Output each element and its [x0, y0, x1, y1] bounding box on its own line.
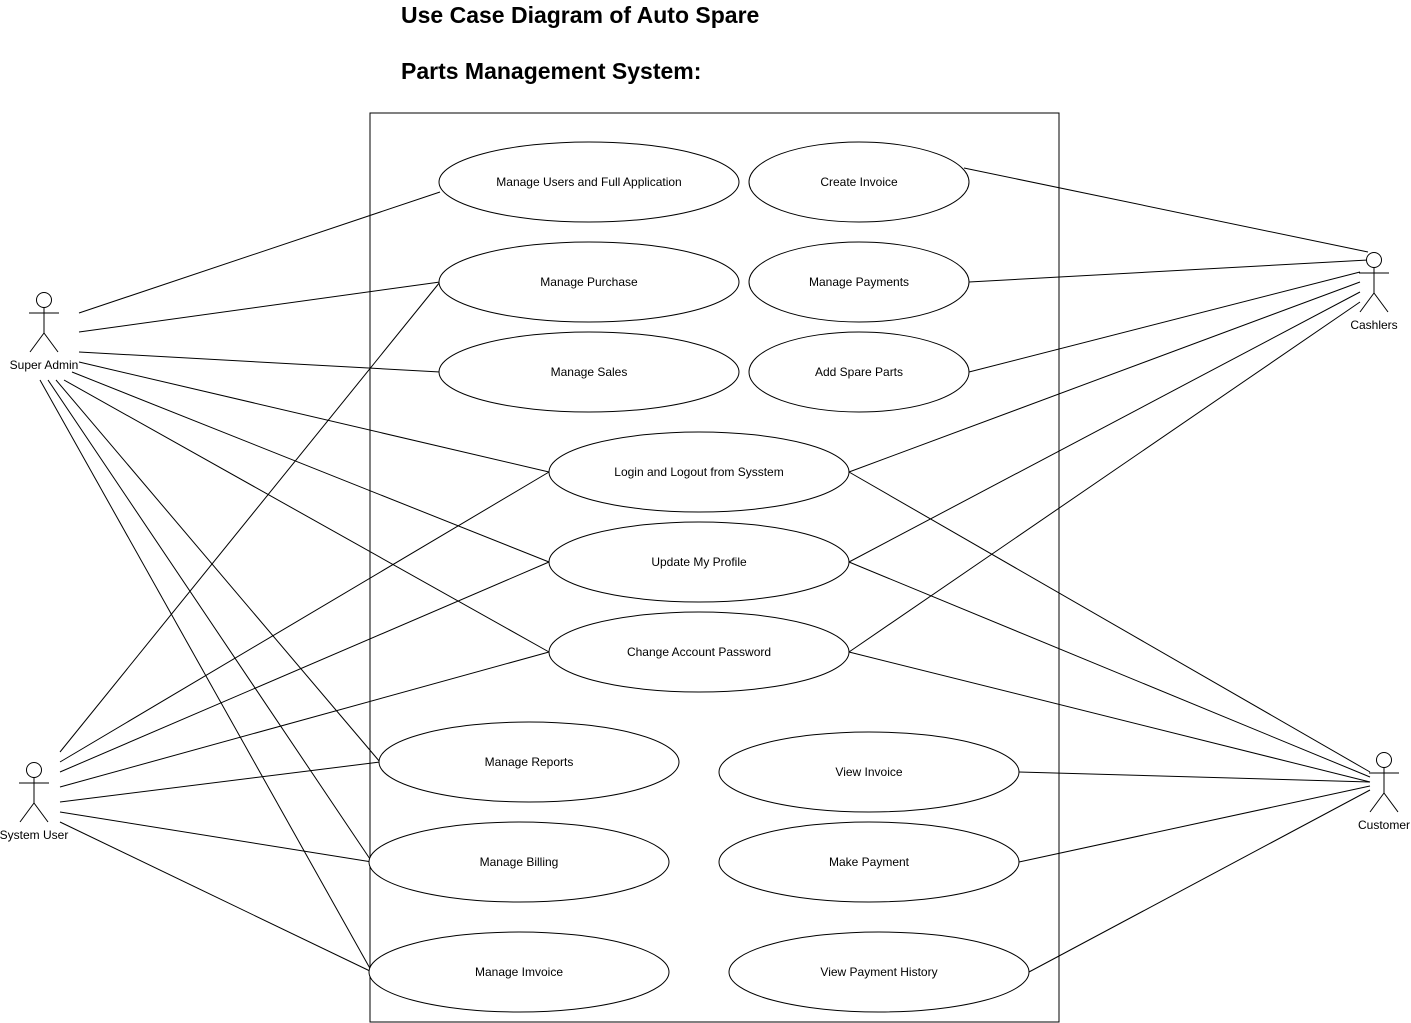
actor-super-admin: Super Admin	[10, 292, 79, 372]
assoc-user-manage-purchase	[59, 281, 441, 753]
assoc-user-billing	[59, 811, 373, 863]
assoc-customer-make-payment	[1018, 785, 1371, 863]
associations	[39, 167, 1371, 973]
use-case-login-logout: Login and Logout from Sysstem	[548, 431, 850, 513]
diagram-title-line-2: Parts Management System:	[401, 58, 702, 84]
assoc-admin-manage-purchase	[78, 281, 441, 333]
assoc-user-reports	[59, 761, 381, 803]
assoc-cashier-password	[848, 301, 1361, 653]
actor-label: Cashlers	[1350, 318, 1397, 332]
stick-figure-icon	[29, 292, 59, 353]
use-case-label: Login and Logout from Sysstem	[614, 465, 783, 479]
actor-label: System User	[0, 828, 68, 842]
stick-figure-icon	[19, 762, 49, 823]
assoc-admin-billing	[47, 379, 373, 863]
actor-cashiers: Cashlers	[1350, 252, 1398, 332]
use-case-manage-billing: Manage Billing	[368, 821, 670, 903]
use-case-view-invoice: View Invoice	[718, 731, 1020, 813]
use-case-label: Add Spare Parts	[815, 365, 903, 379]
use-case-create-invoice: Create Invoice	[748, 141, 970, 223]
assoc-user-login	[59, 471, 550, 763]
system-boundary	[369, 112, 1060, 1023]
stick-figure-icon	[1359, 252, 1389, 313]
use-case-update-profile: Update My Profile	[548, 521, 850, 603]
use-case-label: Manage Billing	[480, 855, 559, 869]
assoc-user-password	[59, 651, 550, 788]
use-case-label: Manage Payments	[809, 275, 909, 289]
use-case-label: Change Account Password	[627, 645, 771, 659]
assoc-cashier-profile	[848, 291, 1361, 563]
assoc-customer-payment-history	[1028, 789, 1371, 973]
use-case-label: Manage Imvoice	[475, 965, 563, 979]
assoc-customer-profile	[848, 561, 1371, 778]
use-case-label: Update My Profile	[651, 555, 747, 569]
assoc-customer-password	[848, 651, 1371, 783]
use-case-label: Manage Reports	[485, 755, 574, 769]
use-case-manage-purchase: Manage Purchase	[438, 241, 740, 323]
use-case-manage-reports: Manage Reports	[378, 721, 680, 803]
use-case-label: Manage Users and Full Application	[496, 175, 681, 189]
actor-label: Super Admin	[10, 358, 79, 372]
use-case-view-payment-history: View Payment History	[728, 931, 1030, 1013]
assoc-admin-login	[78, 361, 550, 473]
assoc-admin-manage-users	[78, 191, 441, 314]
diagram-title-line-1: Use Case Diagram of Auto Spare	[401, 2, 760, 28]
use-case-add-spare-parts: Add Spare Parts	[748, 331, 970, 413]
assoc-customer-view-invoice	[1018, 771, 1371, 783]
assoc-admin-reports	[55, 379, 381, 763]
use-case-label: Manage Sales	[551, 365, 628, 379]
assoc-admin-manage-sales	[78, 351, 441, 373]
assoc-customer-login	[848, 471, 1371, 773]
use-case-label: Manage Purchase	[540, 275, 638, 289]
stick-figure-icon	[1369, 752, 1399, 813]
use-case-label: Create Invoice	[820, 175, 898, 189]
use-case-change-password: Change Account Password	[548, 611, 850, 693]
actor-system-user: System User	[0, 762, 68, 842]
use-case-manage-invoice: Manage Imvoice	[368, 931, 670, 1013]
assoc-user-profile	[59, 561, 550, 773]
assoc-cashier-spare-parts	[968, 271, 1361, 373]
use-case-make-payment: Make Payment	[718, 821, 1020, 903]
use-case-label: View Invoice	[835, 765, 902, 779]
use-case-manage-users: Manage Users and Full Application	[438, 141, 740, 223]
assoc-admin-profile	[71, 371, 550, 563]
use-case-label: View Payment History	[820, 965, 937, 979]
assoc-cashier-login	[848, 281, 1361, 473]
assoc-admin-password	[63, 379, 550, 653]
assoc-admin-invoice	[39, 379, 373, 973]
use-case-manage-payments: Manage Payments	[748, 241, 970, 323]
use-case-label: Make Payment	[829, 855, 910, 869]
use-case-manage-sales: Manage Sales	[438, 331, 740, 413]
assoc-user-invoice	[59, 821, 373, 973]
assoc-cashier-create-invoice	[963, 167, 1369, 253]
actor-label: Customer	[1358, 818, 1410, 832]
actor-customer: Customer	[1358, 752, 1410, 832]
assoc-cashier-payments	[968, 259, 1369, 283]
